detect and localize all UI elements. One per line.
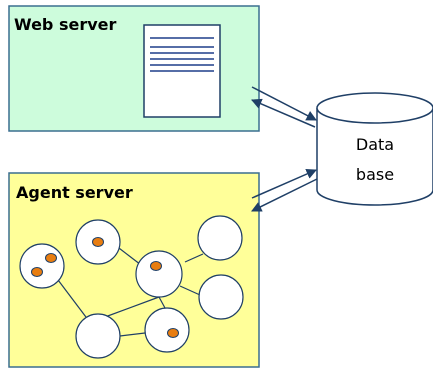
edge (158, 296, 166, 309)
agent-network-edges (48, 244, 204, 337)
database-label-line1: Data (356, 135, 394, 154)
web-server-box: Web server (8, 5, 260, 132)
arrow-db-to-agent (251, 178, 318, 212)
agent-node (19, 243, 65, 289)
edge (184, 253, 204, 263)
token-dot (150, 261, 162, 271)
agent-node (144, 307, 190, 353)
agent-node (75, 313, 121, 359)
agent-node (198, 274, 244, 320)
web-server-label: Web server (14, 15, 117, 34)
database-label-line2: base (356, 165, 394, 184)
agent-node (197, 215, 243, 261)
agent-server-box: Agent server (8, 172, 260, 368)
edge (179, 285, 201, 296)
token-dot (92, 237, 104, 247)
token-dot (31, 267, 43, 277)
agent-server-label: Agent server (16, 183, 133, 202)
agent-node (135, 250, 183, 298)
edge (104, 296, 160, 318)
document-icon (143, 24, 221, 118)
arrow-web-to-db (251, 86, 317, 121)
token-dot (167, 328, 179, 338)
database-cylinder: Data base (316, 92, 433, 206)
edge (119, 332, 146, 337)
token-dot (45, 253, 57, 263)
arrow-db-to-web (251, 98, 316, 128)
arrow-agent-to-db (251, 168, 317, 199)
